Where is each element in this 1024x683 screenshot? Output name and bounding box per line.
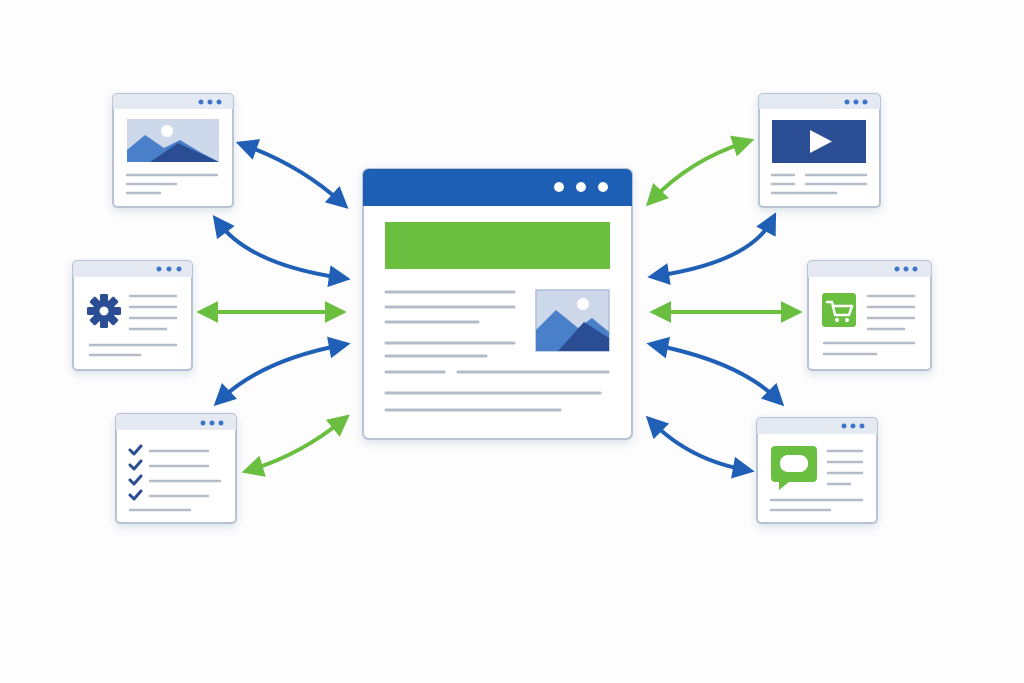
window-dot-icon [166, 266, 172, 272]
window-dot-icon [841, 423, 847, 429]
connector-checklist-upper [213, 336, 351, 407]
connector-video-page-lower [647, 212, 777, 285]
connector-checklist-page [241, 414, 350, 477]
connector-image-page-lower [212, 214, 351, 288]
window-dot-icon [200, 420, 206, 426]
checklist-icon [128, 444, 143, 501]
chat-bubble-icon [771, 446, 817, 490]
window-dot-icon [209, 420, 215, 426]
window-dot-icon [903, 266, 909, 272]
connector-shop-page-lower [646, 336, 785, 407]
window-dot-icon [207, 99, 213, 105]
hub-window-controls [554, 182, 608, 192]
shopping-cart-icon [822, 293, 856, 327]
window-dot-icon [218, 420, 224, 426]
window-dot-icon [844, 99, 850, 105]
gear-icon [87, 294, 121, 328]
window-dot-icon [894, 266, 900, 272]
connector-image-page [235, 139, 349, 209]
checklist-page-window [115, 413, 237, 524]
window-dot-icon [198, 99, 204, 105]
window-dot-icon [859, 423, 865, 429]
chat-page-window [756, 417, 878, 524]
settings-page-window [72, 260, 193, 371]
window-dot-icon [576, 182, 586, 192]
window-dot-icon [862, 99, 868, 105]
window-dot-icon [598, 182, 608, 192]
connectors [196, 135, 803, 479]
video-page-window [758, 93, 881, 208]
hub-banner [385, 222, 610, 269]
connector-video-page [645, 135, 755, 207]
image-icon [127, 119, 219, 162]
hub-text-lines [384, 290, 610, 412]
shop-page-window [807, 260, 932, 371]
window-dot-icon [554, 182, 564, 192]
hub-image-icon [535, 289, 610, 352]
connector-chat-page [645, 415, 755, 479]
window-dot-icon [853, 99, 859, 105]
hub-title-bar [363, 169, 632, 206]
window-dot-icon [850, 423, 856, 429]
image-page-window [112, 93, 234, 208]
window-dot-icon [912, 266, 918, 272]
window-dot-icon [216, 99, 222, 105]
window-dot-icon [156, 266, 162, 272]
video-play-icon [772, 120, 866, 163]
window-dot-icon [176, 266, 182, 272]
